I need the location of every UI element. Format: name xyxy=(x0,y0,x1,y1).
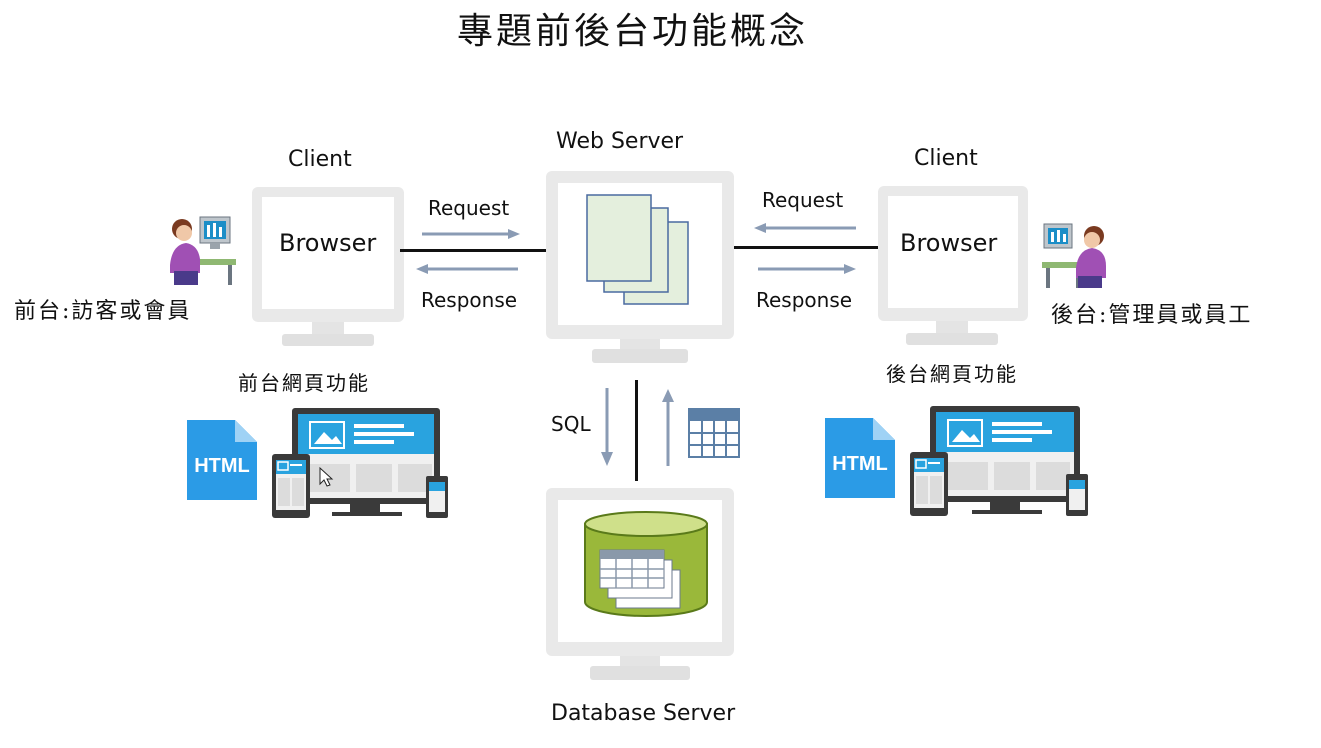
frontend-responsive-devices-icon xyxy=(272,408,448,518)
right-response-label: Response xyxy=(756,288,853,312)
frontend-web-features-label: 前台網頁功能 xyxy=(238,371,370,395)
database-icon xyxy=(584,511,708,617)
db-connection-line xyxy=(635,380,638,481)
frontend-html-badge: HTML xyxy=(194,455,250,477)
sql-up-arrow xyxy=(662,389,674,466)
web-documents-icon xyxy=(586,194,689,305)
visitor-person-icon xyxy=(170,216,236,285)
diagram-title: 專題前後台功能概念 xyxy=(456,11,808,52)
admin-label: 後台:管理員或員工 xyxy=(1051,303,1253,328)
left-response-label: Response xyxy=(421,288,518,312)
database-server-heading: Database Server xyxy=(551,701,736,726)
backend-html-badge: HTML xyxy=(832,453,888,475)
right-request-label: Request xyxy=(762,188,844,212)
left-client-heading: Client xyxy=(288,147,352,172)
right-connection-line xyxy=(734,246,878,249)
backend-web-features-label: 後台網頁功能 xyxy=(886,362,1018,386)
right-client-heading: Client xyxy=(914,146,978,171)
right-response-arrow xyxy=(758,264,856,274)
right-browser-label: Browser xyxy=(900,229,998,257)
left-request-arrow xyxy=(422,229,520,239)
web-server-heading: Web Server xyxy=(556,129,684,154)
visitor-label: 前台:訪客或會員 xyxy=(14,299,192,324)
left-browser-label: Browser xyxy=(279,229,377,257)
table-icon xyxy=(688,408,740,458)
left-response-arrow xyxy=(416,264,518,274)
admin-person-icon xyxy=(1042,223,1106,288)
left-connection-line xyxy=(400,249,546,252)
sql-down-arrow xyxy=(601,388,613,466)
backend-responsive-devices-icon xyxy=(910,406,1088,516)
left-request-label: Request xyxy=(428,196,510,220)
sql-label: SQL xyxy=(551,412,591,436)
right-request-arrow xyxy=(754,223,856,233)
